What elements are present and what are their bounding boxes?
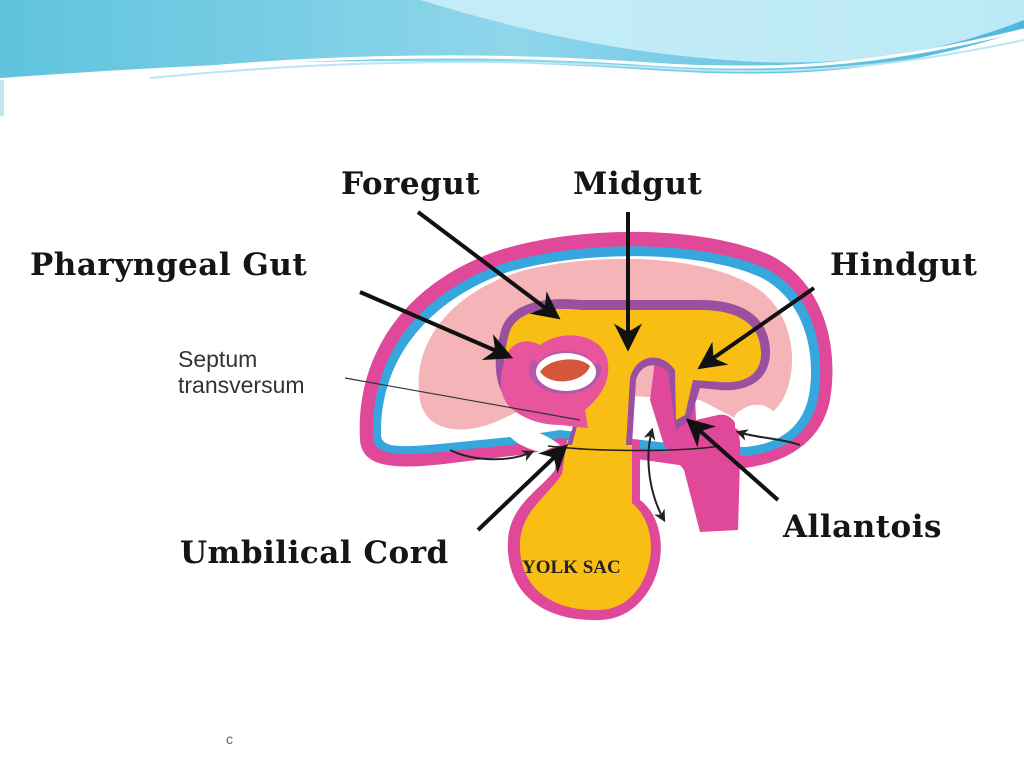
banner-left-tab (0, 80, 4, 116)
label-yolk-sac: YOLK SAC (522, 557, 621, 578)
label-hindgut: Hindgut (830, 247, 978, 283)
heart-tube (540, 359, 590, 382)
left-fold-arrow (449, 449, 535, 462)
label-septum-transversum: Septum transversum (178, 346, 305, 399)
right-body-fold-gap (735, 404, 778, 432)
label-midgut: Midgut (573, 166, 703, 202)
pharyngeal-gut-arrow (359, 290, 514, 360)
stray-text-mark: c (226, 731, 233, 747)
banner-sheen (420, 0, 1024, 63)
banner-wave-line (119, 28, 1024, 78)
yolk-sac (519, 440, 651, 611)
label-pharyngeal-gut: Pharyngeal Gut (30, 247, 308, 283)
label-allantois: Allantois (783, 509, 942, 545)
heart-ring (533, 345, 599, 366)
right-fold-arrow (735, 429, 801, 446)
allantois-arrow (685, 418, 780, 502)
label-septum-line1: Septum (178, 346, 258, 372)
label-septum-line2: transversum (178, 372, 305, 399)
septum-pointer-line (344, 377, 581, 421)
foregut-arrow (416, 210, 561, 320)
umbilical-cord-arrow (476, 444, 569, 532)
label-umbilical-cord: Umbilical Cord (180, 535, 449, 571)
banner-wave-line-2 (149, 39, 1024, 79)
label-foregut: Foregut (341, 166, 481, 202)
header-wave-banner (0, 0, 1024, 116)
hindgut-arrow (697, 286, 816, 370)
cord-double-arrow (643, 427, 666, 523)
